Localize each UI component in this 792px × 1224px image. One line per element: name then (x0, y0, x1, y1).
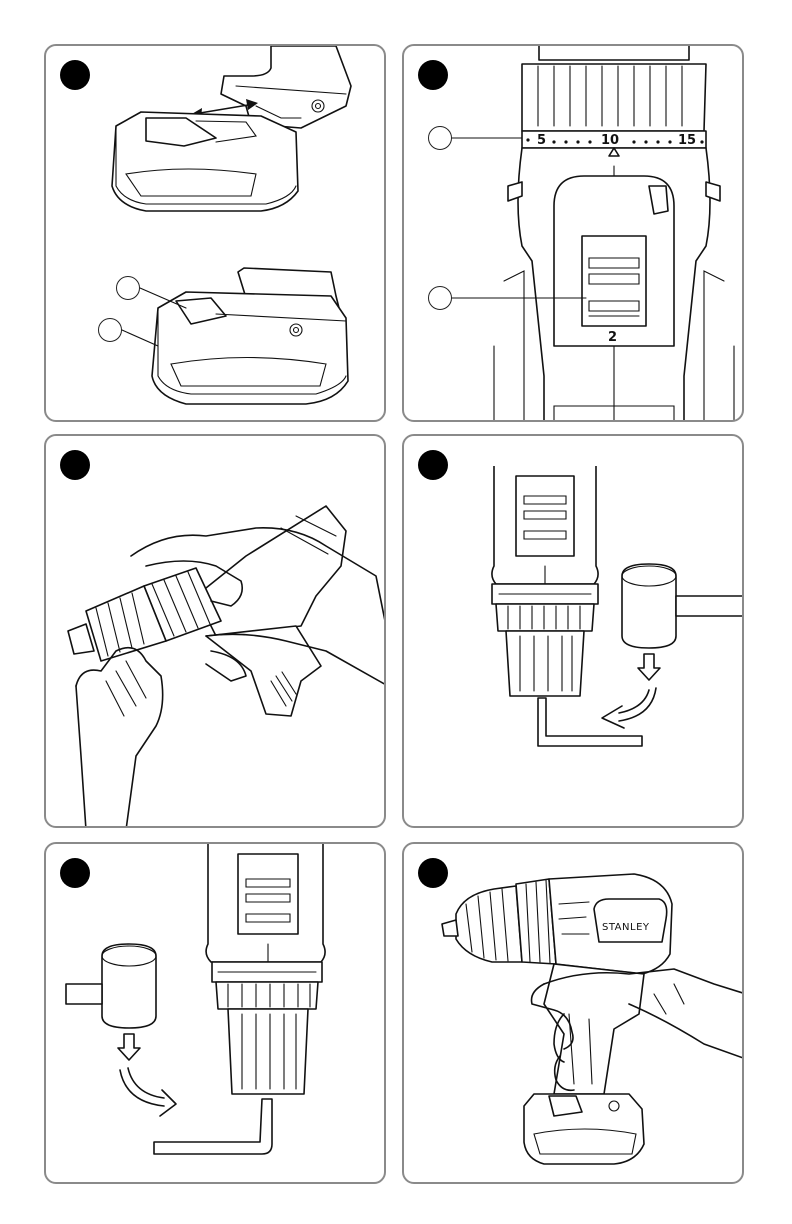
panel-d-chuck-screw (402, 434, 744, 828)
panel-f-grip: STANLEY (402, 842, 744, 1184)
torque-mark-mid: 10 (601, 133, 619, 148)
brand-label: STANLEY (602, 922, 650, 933)
chuck-screw-illustration (404, 436, 744, 828)
callout-battery-pack (98, 318, 122, 342)
torque-mark-high: 15 (678, 133, 696, 148)
callout-speed-selector (428, 286, 452, 310)
panel-c-chuck-tighten (44, 434, 386, 828)
grip-illustration: STANLEY (404, 844, 744, 1184)
panel-b-torque: 5 10 15 2 (402, 44, 744, 422)
panel-a-battery (44, 44, 386, 422)
chuck-tightening-illustration (46, 436, 386, 828)
battery-illustration (46, 46, 386, 422)
torque-mark-low: 5 (537, 133, 546, 148)
callout-battery-release-button (116, 276, 140, 300)
speed-selector-position: 2 (608, 330, 617, 345)
callout-torque-collar (428, 126, 452, 150)
chuck-removal-illustration (46, 844, 386, 1184)
panel-e-chuck-removal (44, 842, 386, 1184)
torque-collar-illustration: 5 10 15 2 (404, 46, 744, 422)
